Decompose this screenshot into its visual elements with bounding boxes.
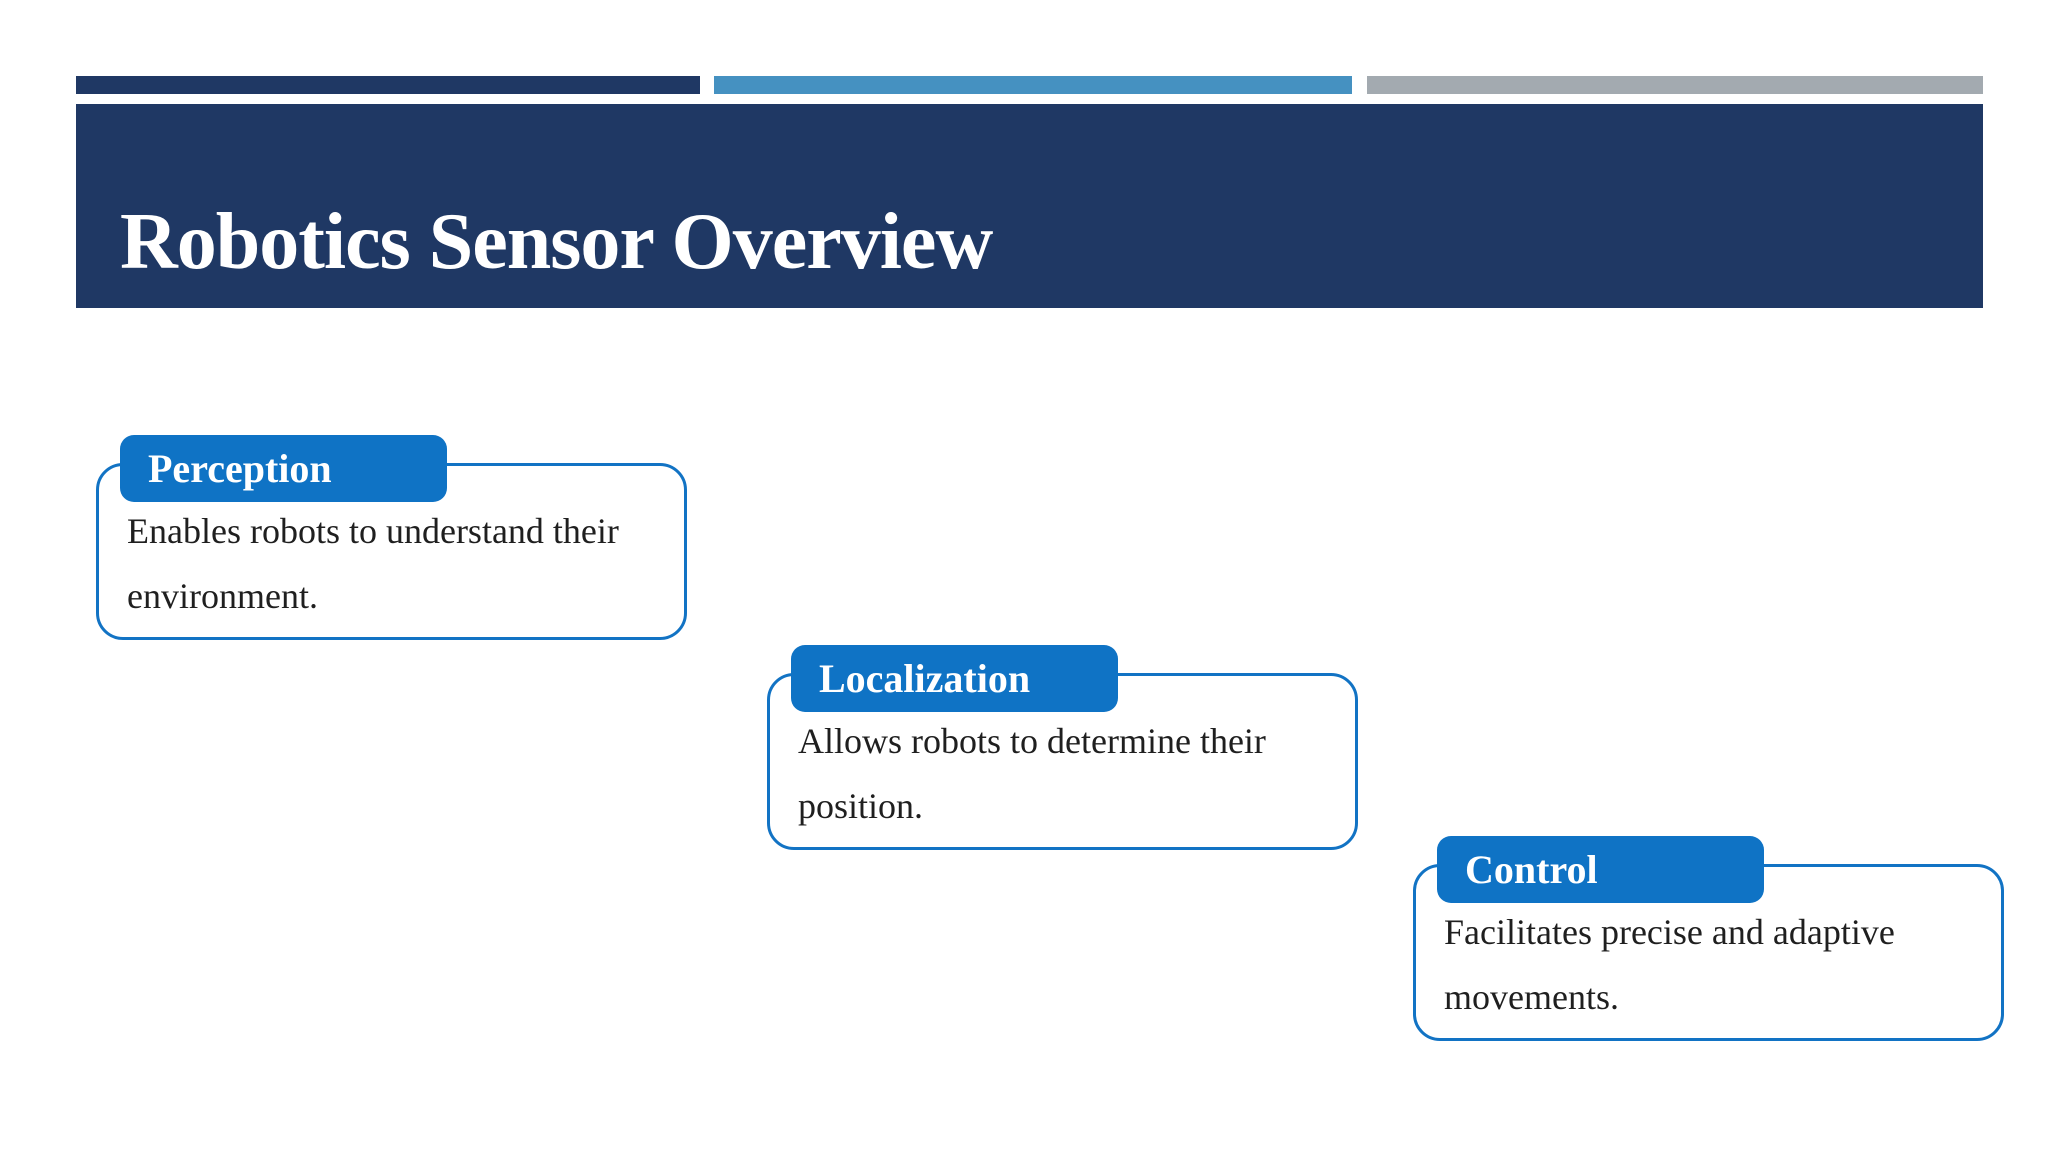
card-control-label: Control xyxy=(1465,847,1598,892)
card-control-description: Facilitates precise and adaptive movemen… xyxy=(1444,900,1895,1030)
card-localization-tab: Localization xyxy=(791,645,1118,712)
card-perception-description: Enables robots to understand their envir… xyxy=(127,499,619,629)
description-line: movements. xyxy=(1444,977,1619,1017)
card-control: Control Facilitates precise and adaptive… xyxy=(1413,836,2004,1041)
card-control-tab: Control xyxy=(1437,836,1764,903)
card-localization: Localization Allows robots to determine … xyxy=(767,645,1358,850)
card-perception-label: Perception xyxy=(148,446,332,491)
description-line: environment. xyxy=(127,576,318,616)
description-line: position. xyxy=(798,786,924,826)
description-line: Facilitates precise and adaptive xyxy=(1444,912,1895,952)
slide-title: Robotics Sensor Overview xyxy=(120,198,993,286)
description-line: Enables robots to understand their xyxy=(127,511,619,551)
card-localization-description: Allows robots to determine their positio… xyxy=(798,709,1266,839)
accent-bar-steel-blue xyxy=(714,76,1352,94)
accent-bar-gray xyxy=(1367,76,1983,94)
title-banner: Robotics Sensor Overview xyxy=(76,104,1983,308)
card-perception: Perception Enables robots to understand … xyxy=(96,435,687,640)
description-line: Allows robots to determine their xyxy=(798,721,1266,761)
card-localization-label: Localization xyxy=(819,656,1031,701)
card-perception-tab: Perception xyxy=(120,435,447,502)
accent-bar-navy xyxy=(76,76,700,94)
